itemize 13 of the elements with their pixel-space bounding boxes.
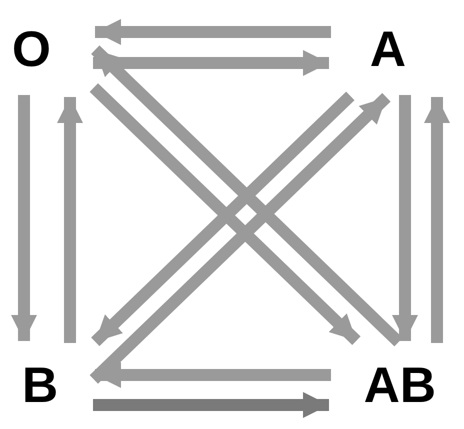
arrow xyxy=(95,362,331,388)
arrow xyxy=(95,19,331,45)
arrow xyxy=(392,95,418,341)
node-label: A xyxy=(368,20,407,79)
arrow xyxy=(93,392,329,418)
arrow xyxy=(93,50,329,76)
arrow xyxy=(424,97,450,343)
arrow xyxy=(90,92,391,384)
node-label: O xyxy=(11,20,52,79)
node-label: AB xyxy=(362,356,437,414)
arrow xyxy=(11,95,37,341)
arrow xyxy=(57,97,83,343)
node-label: B xyxy=(21,356,60,414)
